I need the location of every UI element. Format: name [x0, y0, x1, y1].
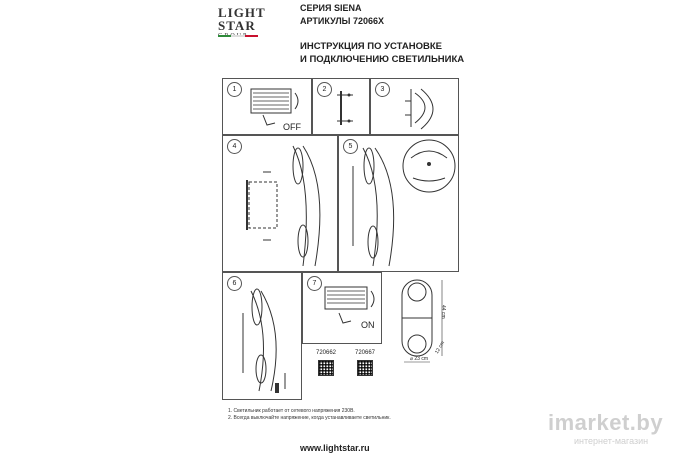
step-2-panel: 2	[312, 78, 370, 135]
logo-line-2: STAR	[218, 18, 256, 33]
instruction-title: ИНСТРУКЦИЯ ПО УСТАНОВКЕ И ПОДКЛЮЧЕНИЮ СВ…	[300, 40, 500, 66]
bulb-install-illustration	[242, 288, 286, 393]
step-3-panel: 3	[370, 78, 459, 135]
mount-illustration	[405, 88, 434, 130]
product-code-2: 720667	[355, 350, 376, 356]
title-line-1: ИНСТРУКЦИЯ ПО УСТАНОВКЕ	[300, 41, 442, 52]
step-7-number: 7	[307, 276, 322, 291]
flag-stripe	[218, 35, 258, 37]
assembly-illustration	[246, 145, 321, 267]
article-numbers: АРТИКУЛЫ 72066X	[300, 16, 384, 26]
step-3-number: 3	[375, 82, 390, 97]
title-line-2: И ПОДКЛЮЧЕНИЮ СВЕТИЛЬНИКА	[300, 54, 465, 65]
watermark-brand: imarket.by	[548, 410, 664, 435]
diameter-dimension: ⌀ 23 cm	[410, 356, 429, 362]
series-name: СЕРИЯ SIENA	[300, 3, 362, 13]
step-7-panel: 7 ON	[302, 272, 382, 344]
bracket-illustration	[337, 91, 353, 125]
qr-code-2	[357, 360, 373, 376]
product-code-1: 720662	[316, 350, 337, 356]
step-4-number: 4	[227, 139, 242, 154]
step-6-number: 6	[227, 276, 242, 291]
step-6-panel: 6	[222, 272, 302, 400]
notes-block: 1. Светильник работает от сетевого напря…	[228, 408, 391, 422]
series-block: СЕРИЯ SIENA АРТИКУЛЫ 72066X	[300, 2, 384, 28]
height-dimension: 44 cm	[440, 305, 446, 319]
off-label: OFF	[283, 122, 301, 132]
step-5-number: 5	[343, 139, 358, 154]
step-4-panel: 4	[222, 135, 338, 272]
fixing-illustration	[352, 139, 456, 267]
step-5-panel: 5	[338, 135, 459, 272]
step-2-number: 2	[317, 82, 332, 97]
qr-code-1	[318, 360, 334, 376]
note-1: 1. Светильник работает от сетевого напря…	[228, 408, 355, 414]
switch-off-illustration	[250, 88, 299, 126]
note-2: 2. Всегда выключайте напряжение, когда у…	[228, 415, 391, 421]
on-label: ON	[361, 320, 375, 330]
dimensions-drawing	[401, 279, 443, 363]
step-1-number: 1	[227, 82, 242, 97]
website-link[interactable]: www.lightstar.ru	[300, 443, 370, 453]
watermark-sub: интернет-магазин	[574, 436, 649, 446]
logo-line-1: LIGHT	[218, 5, 266, 20]
step-1-panel: 1 OFF	[222, 78, 312, 135]
switch-on-illustration	[324, 286, 375, 324]
